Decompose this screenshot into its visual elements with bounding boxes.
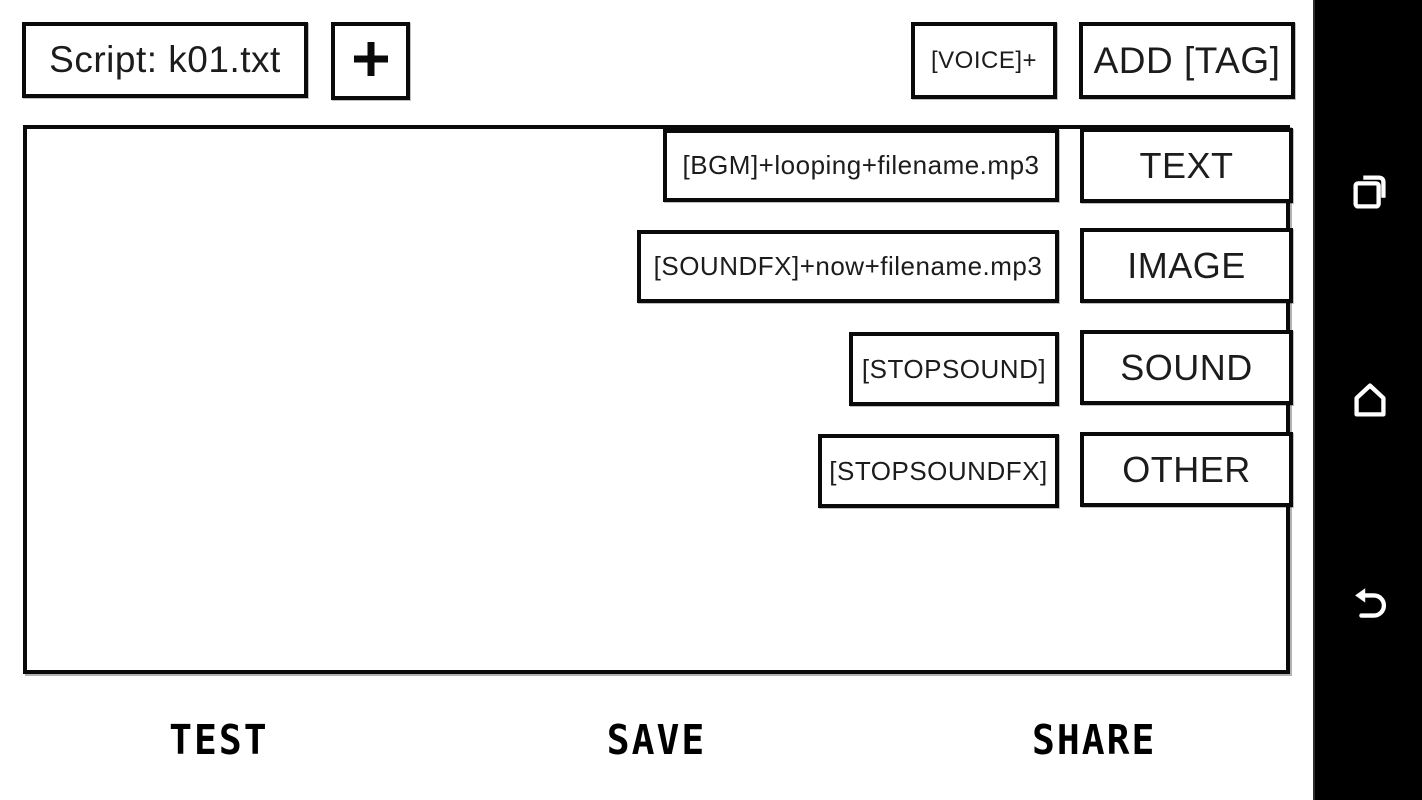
category-button-sound[interactable]: SOUND <box>1080 330 1293 405</box>
tag-button-soundfx[interactable]: [SOUNDFX]+now+filename.mp3 <box>637 230 1059 303</box>
plus-icon <box>347 35 395 88</box>
voice-tag-button[interactable]: [VOICE]+ <box>911 22 1057 99</box>
new-script-button[interactable] <box>331 22 410 100</box>
back-icon <box>1347 582 1393 628</box>
home-button[interactable] <box>1315 355 1422 445</box>
test-button[interactable]: TEST <box>169 716 269 764</box>
script-file-button[interactable]: Script: k01.txt <box>22 22 308 98</box>
add-tag-button[interactable]: ADD [TAG] <box>1079 22 1295 99</box>
category-button-image[interactable]: IMAGE <box>1080 228 1293 303</box>
android-navigation-bar <box>1313 0 1422 800</box>
category-button-text[interactable]: TEXT <box>1080 128 1293 203</box>
back-button[interactable] <box>1315 560 1422 650</box>
recent-apps-button[interactable] <box>1315 147 1422 237</box>
tag-button-stopsoundfx[interactable]: [STOPSOUNDFX] <box>818 434 1059 508</box>
tag-button-stopsound[interactable]: [STOPSOUND] <box>849 332 1059 406</box>
script-content-area[interactable] <box>23 125 1290 674</box>
home-icon <box>1347 377 1393 423</box>
category-button-other[interactable]: OTHER <box>1080 432 1293 507</box>
share-button[interactable]: SHARE <box>1031 716 1157 764</box>
footer-action-bar: TEST SAVE SHARE <box>0 700 1313 780</box>
save-button[interactable]: SAVE <box>606 716 707 764</box>
recent-apps-icon <box>1347 169 1393 215</box>
tag-button-bgm[interactable]: [BGM]+looping+filename.mp3 <box>663 129 1059 202</box>
